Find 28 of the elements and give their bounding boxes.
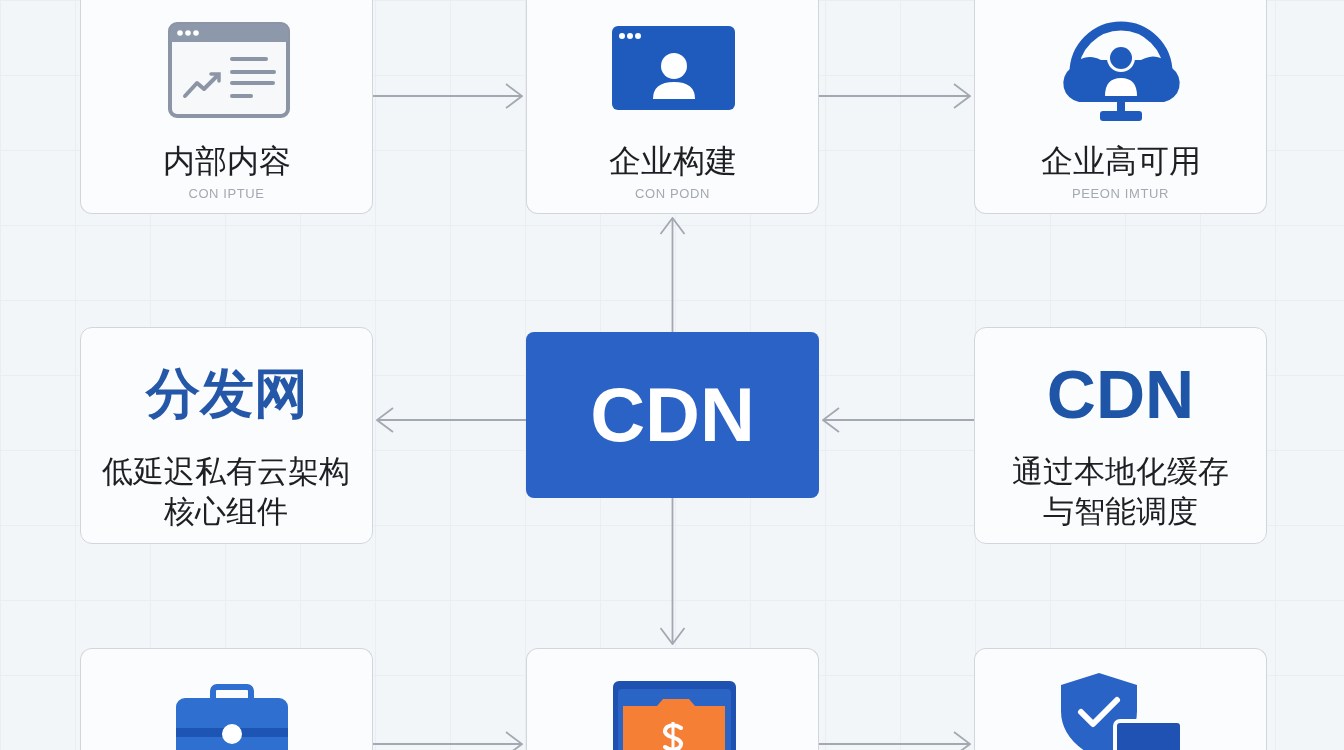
heading: CDN xyxy=(1046,356,1195,432)
card xyxy=(974,648,1267,750)
card xyxy=(526,648,819,750)
arrow xyxy=(659,497,686,645)
heading: 分发网 xyxy=(145,361,308,426)
card xyxy=(80,648,373,750)
arrow xyxy=(659,217,686,333)
subtitle: CON IPTUE xyxy=(188,186,265,202)
heading: CDN xyxy=(590,372,755,458)
subtitle: CON PODN xyxy=(635,186,710,202)
arrow xyxy=(376,407,527,433)
cdn-panel xyxy=(526,332,819,498)
arrow xyxy=(372,731,523,750)
arrow xyxy=(818,731,971,750)
title: 企业构建 xyxy=(608,142,737,180)
title: 企业高可用 xyxy=(1040,142,1201,180)
card xyxy=(974,327,1267,544)
arrow xyxy=(372,83,523,109)
card xyxy=(80,0,373,214)
description: 通过本地化缓存与智能调度 xyxy=(1011,452,1230,531)
card xyxy=(80,327,373,544)
title: 内部内容 xyxy=(162,142,291,180)
arrow xyxy=(818,83,971,109)
arrow xyxy=(822,407,975,433)
card xyxy=(526,0,819,214)
card xyxy=(974,0,1267,214)
description: 低延迟私有云架构核心组件 xyxy=(101,452,352,531)
subtitle: PEEON IMTUR xyxy=(1072,186,1169,202)
